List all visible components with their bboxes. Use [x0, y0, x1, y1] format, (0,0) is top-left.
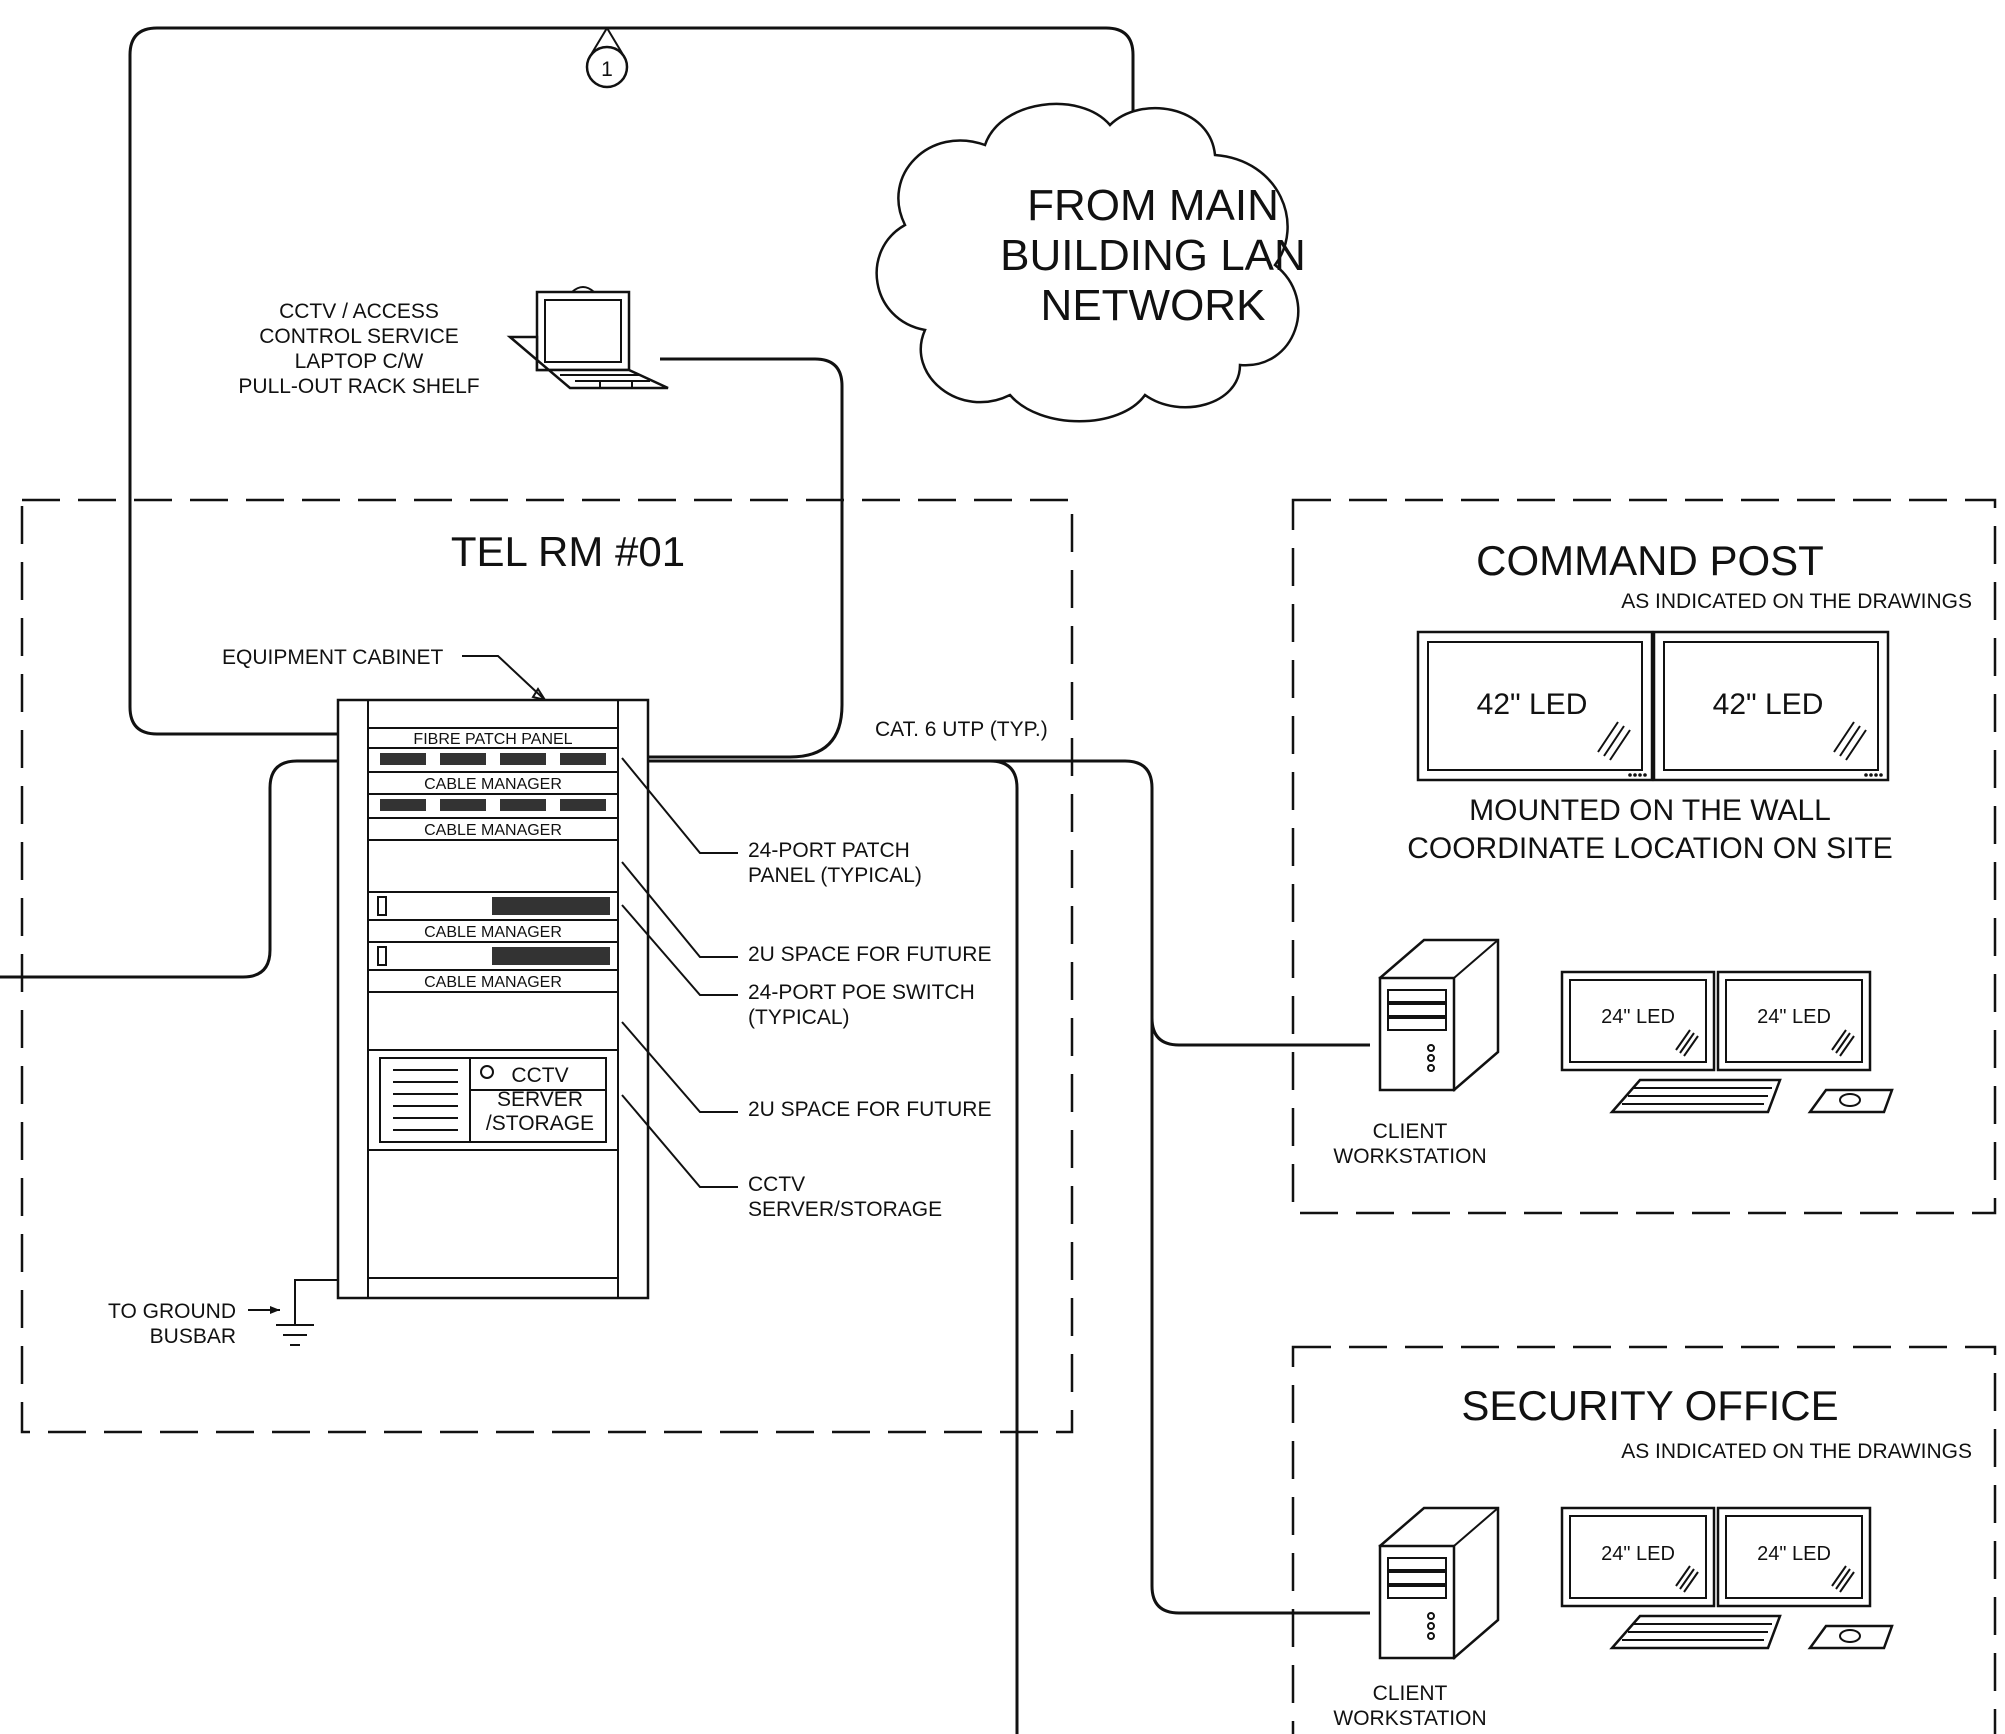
laptop-label: CCTV / ACCESS CONTROL SERVICE LAPTOP C/W…	[238, 300, 479, 398]
left-edge-cable	[0, 759, 372, 979]
cloud-line-1: FROM MAIN	[1027, 181, 1279, 230]
ground-symbol	[248, 1279, 338, 1346]
workstation-tower-security	[1378, 1506, 1500, 1660]
callout-space-1: 2U SPACE FOR FUTURE	[748, 943, 991, 966]
cat6-cable-main	[610, 759, 1370, 1047]
callout-server-2: SERVER/STORAGE	[748, 1198, 942, 1221]
workstation-security-label-1: CLIENT	[1373, 1682, 1448, 1705]
svg-text:CCTV / ACCESS: CCTV / ACCESS	[279, 300, 439, 323]
workstation-command-label-2: WORKSTATION	[1333, 1145, 1486, 1168]
large-monitor-right-label: 42" LED	[1713, 688, 1824, 721]
large-monitor-right	[1652, 630, 1890, 782]
callout-server-1: CCTV	[748, 1173, 805, 1196]
svg-text:CONTROL SERVICE: CONTROL SERVICE	[259, 325, 459, 348]
workstation-tower-command	[1378, 938, 1500, 1092]
equipment-cabinet-leader	[462, 655, 546, 701]
command-post-mount-2: COORDINATE LOCATION ON SITE	[1407, 832, 1893, 865]
workstation-security-label-2: WORKSTATION	[1333, 1707, 1486, 1730]
equipment-cabinet-label: EQUIPMENT CABINET	[222, 646, 443, 669]
rack-server-label-3: /STORAGE	[486, 1112, 594, 1135]
mouse-security	[1807, 1624, 1894, 1650]
security-office-boundary	[1291, 1345, 1997, 1734]
equipment-rack	[336, 698, 650, 1300]
lan-uplink-cable	[128, 26, 1135, 736]
lan-cloud: FROM MAIN BUILDING LAN NETWORK	[875, 102, 1306, 423]
cat6-cable-security	[1150, 1010, 1370, 1615]
keyboard-security	[1609, 1614, 1782, 1650]
command-post-note: AS INDICATED ON THE DRAWINGS	[1621, 590, 1972, 613]
laptop-cable	[610, 357, 844, 759]
cloud-line-2: BUILDING LAN	[1000, 231, 1306, 280]
security-office-note: AS INDICATED ON THE DRAWINGS	[1621, 1440, 1972, 1463]
rack-server-label-2: SERVER	[497, 1088, 583, 1111]
small-monitor-command-right-label: 24" LED	[1757, 1006, 1831, 1028]
callout-poe-1: 24-PORT POE SWITCH	[748, 981, 975, 1004]
revision-number: 1	[601, 58, 613, 81]
command-post-mount-1: MOUNTED ON THE WALL	[1469, 794, 1831, 827]
command-post-title: COMMAND POST	[1476, 537, 1824, 584]
rack-server-label-1: CCTV	[511, 1064, 568, 1087]
workstation-command-label-1: CLIENT	[1373, 1120, 1448, 1143]
small-monitor-command-left-label: 24" LED	[1601, 1006, 1675, 1028]
cable-manager-label-1: CABLE MANAGER	[424, 776, 562, 793]
security-office-title: SECURITY OFFICE	[1461, 1382, 1838, 1429]
callout-poe-2: (TYPICAL)	[748, 1006, 850, 1029]
svg-text:LAPTOP C/W: LAPTOP C/W	[295, 350, 424, 373]
riser-cable-down	[989, 759, 1019, 1734]
fibre-patch-panel-label: FIBRE PATCH PANEL	[413, 731, 572, 748]
callout-patch-1: 24-PORT PATCH	[748, 839, 910, 862]
svg-text:PULL-OUT RACK SHELF: PULL-OUT RACK SHELF	[238, 375, 479, 398]
ground-label-2: BUSBAR	[150, 1325, 236, 1348]
callout-patch-2: PANEL (TYPICAL)	[748, 864, 922, 887]
keyboard-command	[1609, 1078, 1782, 1114]
small-monitor-security-right-label: 24" LED	[1757, 1543, 1831, 1565]
ground-label-1: TO GROUND	[108, 1300, 236, 1323]
cable-manager-label-4: CABLE MANAGER	[424, 974, 562, 991]
command-post-boundary	[1291, 498, 1997, 1215]
cat6-cable-label: CAT. 6 UTP (TYP.)	[875, 718, 1048, 741]
cloud-line-3: NETWORK	[1041, 281, 1266, 330]
small-monitors-security	[1560, 1506, 1872, 1608]
mouse-command	[1807, 1088, 1894, 1114]
small-monitor-security-left-label: 24" LED	[1601, 1543, 1675, 1565]
cable-manager-label-2: CABLE MANAGER	[424, 822, 562, 839]
callout-space-2: 2U SPACE FOR FUTURE	[748, 1098, 991, 1121]
tel-room-title: TEL RM #01	[451, 528, 685, 575]
tel-room-boundary	[20, 498, 1074, 1434]
revision-marker: 1	[585, 27, 629, 89]
large-monitor-left	[1416, 630, 1654, 782]
laptop-icon	[506, 286, 669, 390]
cable-manager-label-3: CABLE MANAGER	[424, 924, 562, 941]
small-monitors-command	[1560, 970, 1872, 1072]
large-monitor-left-label: 42" LED	[1477, 688, 1588, 721]
callout-leaders	[621, 757, 738, 1188]
